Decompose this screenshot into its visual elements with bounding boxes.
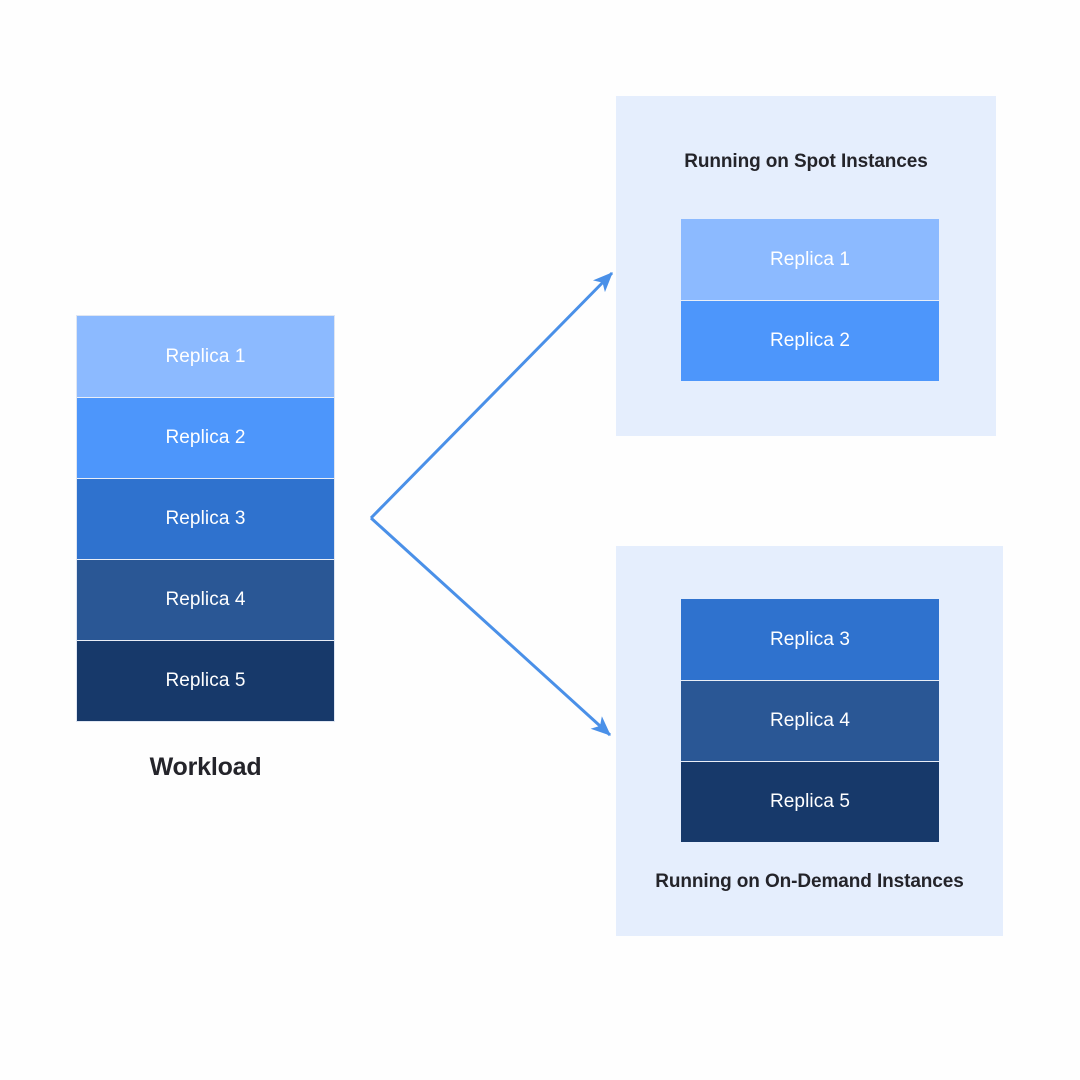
panel-spot-title: Running on Spot Instances bbox=[684, 151, 928, 172]
arrow-to-ondemand-path bbox=[369, 516, 612, 737]
arrow-to-spot-path bbox=[369, 271, 614, 520]
ondemand-replica-band[interactable]: Replica 3 bbox=[681, 599, 939, 680]
workload-replica-band[interactable]: Replica 3 bbox=[77, 478, 334, 559]
workload-replica-band[interactable]: Replica 2 bbox=[77, 397, 334, 478]
spot-replica-stack: Replica 1 Replica 2 bbox=[681, 219, 939, 381]
spot-replica-band[interactable]: Replica 1 bbox=[681, 219, 939, 300]
panel-ondemand-instances: Replica 3 Replica 4 Replica 5 Running on… bbox=[616, 546, 1003, 936]
ondemand-replica-band[interactable]: Replica 4 bbox=[681, 680, 939, 761]
ondemand-replica-band[interactable]: Replica 5 bbox=[681, 761, 939, 842]
panel-spot-instances: Running on Spot Instances Replica 1 Repl… bbox=[616, 96, 996, 436]
ondemand-replica-stack: Replica 3 Replica 4 Replica 5 bbox=[681, 599, 939, 842]
workload-replica-band[interactable]: Replica 1 bbox=[77, 316, 334, 397]
workload-replica-band[interactable]: Replica 4 bbox=[77, 559, 334, 640]
spot-replica-band[interactable]: Replica 2 bbox=[681, 300, 939, 381]
workload-caption: Workload bbox=[149, 753, 262, 781]
workload-replica-band[interactable]: Replica 5 bbox=[77, 640, 334, 721]
workload-replica-stack: Replica 1 Replica 2 Replica 3 Replica 4 … bbox=[76, 315, 335, 722]
panel-ondemand-title: Running on On-Demand Instances bbox=[655, 871, 964, 892]
workload-group: Replica 1 Replica 2 Replica 3 Replica 4 … bbox=[76, 315, 335, 782]
